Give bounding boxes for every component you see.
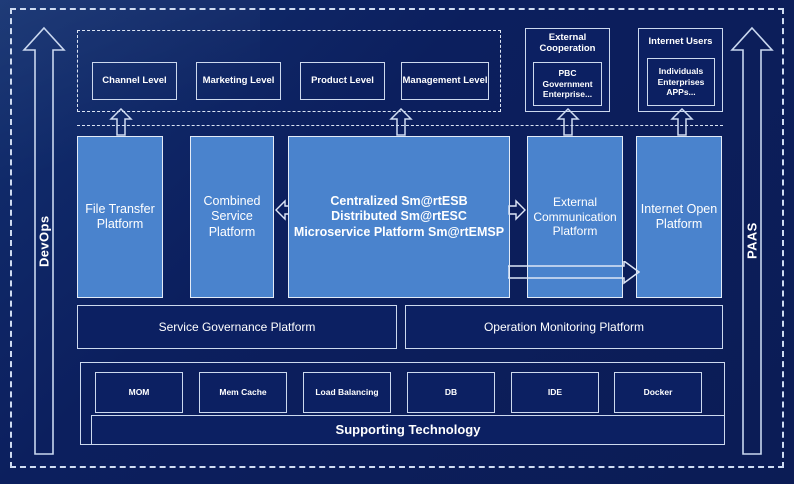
group-external-cooperation[interactable]: [525, 28, 610, 112]
up-arrow-file-transfer: [109, 107, 133, 141]
tech-label: Load Balancing: [315, 387, 379, 398]
group-title-internet-users: Internet Users: [648, 36, 713, 47]
platform-internet-open[interactable]: Internet Open Platform: [636, 136, 722, 298]
group-title-external-cooperation: External Cooperation: [539, 32, 596, 54]
platform-label: Operation Monitoring Platform: [483, 319, 645, 334]
business-levels-container: [77, 30, 501, 112]
platform-operation-monitoring[interactable]: Operation Monitoring Platform: [405, 305, 723, 349]
up-arrow-external-communication: [556, 107, 580, 141]
platform-label-line-2: Distributed Sm@rtESC: [331, 209, 467, 224]
consumer-platform-divider: [77, 125, 723, 126]
devops-label: DevOps: [36, 215, 52, 267]
up-arrow-internet-open: [670, 107, 694, 141]
level-label: Management Level: [402, 75, 488, 87]
level-box-product[interactable]: Product Level: [300, 62, 385, 100]
level-box-channel[interactable]: Channel Level: [92, 62, 177, 100]
tech-box-load-balancing[interactable]: Load Balancing: [303, 372, 391, 413]
platform-label: External Communication Platform: [533, 195, 617, 239]
outer-boundary: [10, 8, 784, 468]
level-label: Product Level: [311, 75, 374, 87]
platform-service-governance[interactable]: Service Governance Platform: [77, 305, 397, 349]
tech-label: MOM: [128, 387, 150, 398]
tech-box-docker[interactable]: Docker: [614, 372, 702, 413]
supporting-technology-label: Supporting Technology: [335, 422, 481, 438]
platform-label: File Transfer Platform: [85, 201, 155, 231]
paas-label: PAAS: [744, 222, 760, 260]
up-arrow-centralized-platform: [389, 107, 413, 141]
level-label: Channel Level: [102, 75, 167, 87]
tech-box-db[interactable]: DB: [407, 372, 495, 413]
arrow-centralized-to-external-icon: [508, 199, 526, 226]
supporting-technology-bar[interactable]: Supporting Technology: [91, 415, 725, 445]
platform-label-line-1: Centralized Sm@rtESB: [330, 194, 468, 209]
group-items-text: Individuals Enterprises APPs...: [657, 66, 705, 98]
tech-box-mom[interactable]: MOM: [95, 372, 183, 413]
tech-box-ide[interactable]: IDE: [511, 372, 599, 413]
group-items-external-cooperation: PBC Government Enterprise...: [533, 62, 602, 106]
level-box-management[interactable]: Management Level: [401, 62, 489, 100]
tech-box-mem-cache[interactable]: Mem Cache: [199, 372, 287, 413]
platform-label: Service Governance Platform: [158, 319, 316, 334]
platform-file-transfer[interactable]: File Transfer Platform: [77, 136, 163, 298]
arrow-centralized-to-internet-open: [507, 259, 641, 290]
platform-external-communication[interactable]: External Communication Platform: [527, 136, 623, 298]
tech-label: IDE: [547, 387, 563, 398]
platform-label: Combined Service Platform: [203, 194, 261, 239]
tech-label: DB: [444, 387, 458, 398]
platform-combined-service[interactable]: Combined Service Platform: [190, 136, 274, 298]
platform-centralized-esb[interactable]: Centralized Sm@rtESB Distributed Sm@rtES…: [288, 136, 510, 298]
tech-label: Mem Cache: [219, 387, 267, 398]
level-label: Marketing Level: [202, 75, 275, 87]
tech-label: Docker: [643, 387, 673, 398]
level-box-marketing[interactable]: Marketing Level: [196, 62, 281, 100]
platform-label: Internet Open Platform: [640, 201, 718, 231]
paas-arrow: PAAS: [730, 26, 774, 456]
devops-arrow: DevOps: [22, 26, 66, 456]
group-items-internet-users: Individuals Enterprises APPs...: [647, 58, 715, 106]
platform-label-line-3: Microservice Platform Sm@rtEMSP: [293, 224, 505, 239]
group-items-text: PBC Government Enterprise...: [542, 68, 593, 100]
